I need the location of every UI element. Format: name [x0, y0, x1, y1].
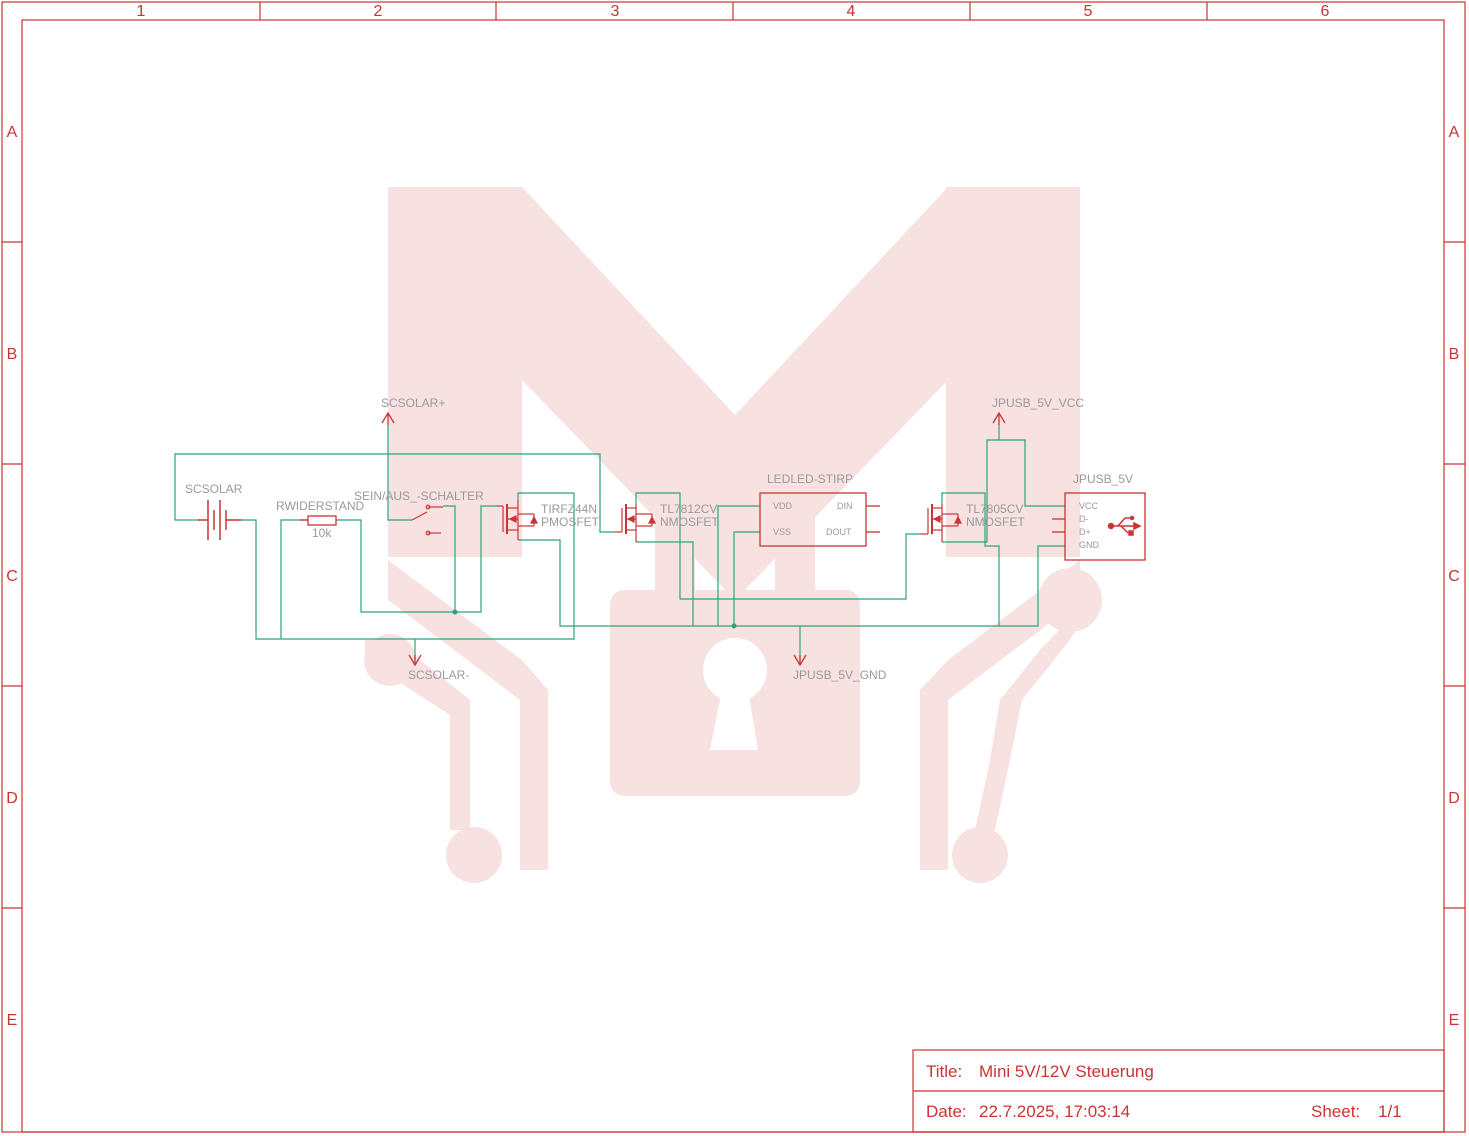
label-scsolar-plus: SCSOLAR+ — [381, 396, 445, 410]
date-value: 22.7.2025, 17:03:14 — [979, 1102, 1130, 1121]
pin-vcc: VCC — [1079, 501, 1099, 511]
row-label-b-right: B — [1449, 346, 1460, 363]
supply-arrows — [381, 411, 1006, 667]
sheet-label: Sheet: — [1311, 1102, 1360, 1121]
label-scsolar: SCSOLAR — [185, 482, 243, 496]
usb-icon — [1107, 515, 1142, 536]
row-label-a-right: A — [1449, 124, 1460, 141]
pin-labels: VDD DIN VSS DOUT VCC D- D+ GND — [773, 501, 1100, 550]
col-label-5: 5 — [1084, 3, 1093, 20]
title-value: Mini 5V/12V Steuerung — [979, 1062, 1154, 1081]
row-label-d-right: D — [1448, 790, 1460, 807]
label-r-value: 10k — [312, 526, 332, 540]
battery-symbol — [198, 500, 241, 540]
pin-vss: VSS — [773, 527, 791, 537]
junction-dots — [452, 609, 737, 629]
pin-dminus: D- — [1079, 514, 1089, 524]
pin-din: DIN — [837, 501, 853, 511]
label-rwiderstand: RWIDERSTAND — [276, 499, 365, 513]
date-label: Date: — [926, 1102, 967, 1121]
component-labels: SCSOLAR+ SCSOLAR RWIDERSTAND 10k SEIN/AU… — [185, 396, 1133, 682]
label-tl7805cv: TL7805CV — [966, 502, 1023, 516]
led-strip-symbol — [759, 492, 880, 547]
pin-vdd: VDD — [773, 501, 793, 511]
label-sein-schalter: SEIN/AUS_-SCHALTER — [354, 489, 484, 503]
label-jpusb-5v-vcc: JPUSB_5V_VCC — [992, 396, 1084, 410]
pin-dplus: D+ — [1079, 527, 1091, 537]
row-label-d-left: D — [6, 790, 18, 807]
row-label-e-left: E — [7, 1012, 18, 1029]
usb-connector-symbol — [1052, 492, 1146, 561]
mosfet-tl7812cv-symbol — [615, 504, 656, 542]
col-label-6: 6 — [1321, 3, 1330, 20]
pin-dout: DOUT — [826, 527, 852, 537]
label-pmosfet: PMOSFET — [541, 515, 600, 529]
pin-gnd: GND — [1079, 540, 1100, 550]
label-tirfz44n: TIRFZ44N — [541, 502, 597, 516]
label-tl7812cv: TL7812CV — [660, 502, 717, 516]
mosfet-tl7805cv-symbol — [920, 504, 962, 542]
label-ledled-stirp: LEDLED-STIRP — [767, 472, 853, 486]
frame-column-labels: 1 2 3 4 5 6 — [137, 3, 1330, 20]
title-block — [912, 1049, 1445, 1133]
row-label-a-left: A — [7, 124, 18, 141]
row-label-c-right: C — [1448, 568, 1460, 585]
title-block-text: Title: Mini 5V/12V Steuerung Date: 22.7.… — [926, 1062, 1402, 1121]
title-label: Title: — [926, 1062, 962, 1081]
col-label-4: 4 — [847, 3, 856, 20]
label-scsolar-minus: SCSOLAR- — [408, 668, 469, 682]
frame-row-labels: A B C D E A B C D E — [6, 124, 1460, 1029]
col-label-1: 1 — [137, 3, 146, 20]
label-jpusb-5v-gnd: JPUSB_5V_GND — [793, 668, 887, 682]
sheet-value: 1/1 — [1378, 1102, 1402, 1121]
wires — [174, 425, 1065, 660]
mosfet-tirfz44n-symbol — [497, 500, 538, 540]
label-nmosfet-1: NMOSFET — [660, 515, 719, 529]
label-nmosfet-2: NMOSFET — [966, 515, 1025, 529]
col-label-2: 2 — [374, 3, 383, 20]
switch-symbol — [411, 504, 443, 536]
watermark-logo — [364, 187, 1102, 883]
col-label-3: 3 — [611, 3, 620, 20]
row-label-c-left: C — [6, 568, 18, 585]
row-label-e-right: E — [1449, 1012, 1460, 1029]
label-jpusb-5v: JPUSB_5V — [1073, 472, 1133, 486]
resistor-symbol — [300, 515, 337, 526]
row-label-b-left: B — [7, 346, 18, 363]
keyhole — [703, 638, 767, 750]
